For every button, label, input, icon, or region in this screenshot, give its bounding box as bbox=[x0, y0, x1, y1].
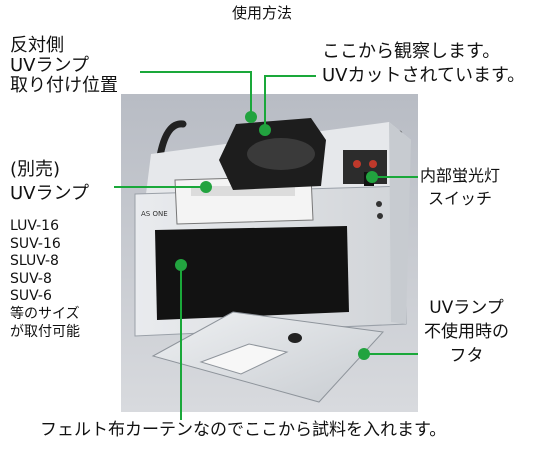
model-item: SLUV-8 bbox=[10, 253, 59, 270]
callout-dot bbox=[175, 259, 187, 271]
label-line: フタ bbox=[449, 346, 484, 366]
label-observe: ここから観察します。 UVカットされています。 bbox=[322, 40, 525, 88]
label-line: 反対側 bbox=[10, 35, 64, 56]
callout-line bbox=[250, 71, 252, 117]
callout-line bbox=[114, 186, 204, 188]
page-title: 使用方法 bbox=[232, 4, 293, 22]
uv-viewer-illustration: AS ONE bbox=[121, 94, 418, 412]
callout-dot bbox=[259, 124, 271, 136]
label-uv-lamp: (別売) UVランプ bbox=[10, 158, 89, 206]
curtain-caption: フェルト布カーテンなのでここから試料を入れます。 bbox=[40, 420, 447, 440]
callout-line bbox=[140, 71, 252, 73]
label-line: UVランプ bbox=[429, 298, 504, 318]
label-line: ここから観察します。 bbox=[322, 41, 501, 62]
model-item: SUV-16 bbox=[10, 235, 61, 252]
model-item: が取付可能 bbox=[10, 323, 80, 340]
model-item: SUV-6 bbox=[10, 288, 52, 305]
model-item: LUV-16 bbox=[10, 218, 59, 234]
label-line: スイッチ bbox=[428, 189, 493, 208]
callout-line bbox=[374, 176, 418, 178]
callout-line bbox=[264, 75, 316, 77]
label-line: (別売) bbox=[10, 159, 61, 180]
callout-dot bbox=[245, 111, 257, 123]
label-lid: UVランプ 不使用時の フタ bbox=[424, 296, 509, 368]
label-line: 内部蛍光灯 bbox=[420, 166, 501, 185]
callout-line bbox=[264, 75, 266, 127]
compatible-models-list: LUV-16 SUV-16 SLUV-8 SUV-8 SUV-6 等のサイズ が… bbox=[10, 218, 80, 341]
label-switch: 内部蛍光灯 スイッチ bbox=[420, 164, 500, 210]
brand-text: AS ONE bbox=[141, 210, 168, 218]
label-lamp-position: 反対側 UVランプ 取り付け位置 bbox=[10, 36, 118, 96]
label-line: UVランプ bbox=[10, 55, 89, 76]
callout-line bbox=[366, 353, 418, 355]
label-line: 取り付け位置 bbox=[10, 75, 118, 96]
label-line: UVカットされています。 bbox=[322, 65, 526, 86]
model-item: SUV-8 bbox=[10, 270, 52, 287]
model-item: 等のサイズ bbox=[10, 305, 80, 322]
label-line: 不使用時の bbox=[424, 322, 509, 342]
callout-dot bbox=[200, 181, 212, 193]
callout-line bbox=[180, 266, 182, 420]
callout-dot bbox=[358, 348, 370, 360]
label-line: UVランプ bbox=[10, 183, 89, 204]
product-photo: AS ONE bbox=[121, 94, 418, 412]
callout-dot bbox=[366, 171, 378, 183]
